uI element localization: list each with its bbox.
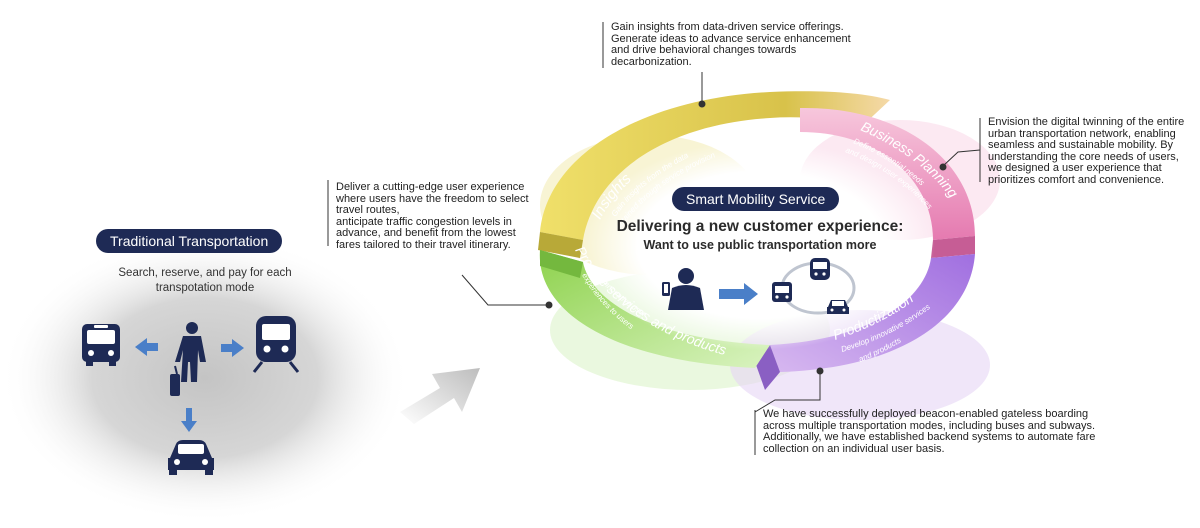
provide-callout-line-4: anticipate traffic congestion levels in <box>336 215 512 228</box>
traditional-transportation-badge: Traditional Transportation <box>96 229 283 253</box>
planning-callout-line-1: Envision the digital twinning of the ent… <box>988 116 1185 128</box>
business-planning-segment <box>800 107 975 241</box>
bus-small-icon <box>772 282 792 302</box>
provide-callout-line-1: Deliver a cutting-edge user experience <box>336 181 525 193</box>
train-small-icon <box>810 258 830 280</box>
train-icon <box>252 316 300 373</box>
productization-callout: We have successfully deployed beacon-ena… <box>763 408 1133 455</box>
insights-callout-line-4: decarbonization. <box>611 55 692 68</box>
arrow-down-icon <box>181 408 197 432</box>
provide-callout-line-5: advance, and benefit from the lowest <box>336 227 516 240</box>
planning-callout-line-2: urban transportation network, enabling <box>988 127 1176 140</box>
productization-callout-line-4: collection on an individual user basis. <box>763 442 945 455</box>
traditional-description-line-1: Search, reserve, and pay for each <box>118 267 292 279</box>
transition-arrow <box>400 368 480 424</box>
cycle-ring <box>538 91 1000 420</box>
provide-callout-line-6: fares tailored to their travel itinerary… <box>336 238 511 251</box>
provide-callout: Deliver a cutting-edge user experience w… <box>336 181 551 252</box>
productization-callout-line-1: We have successfully deployed beacon-ena… <box>763 408 1089 420</box>
planning-callout-line-4: understanding the core needs of users, <box>988 150 1179 163</box>
planning-callout-line-6: prioritizes comfort and convenience. <box>988 173 1165 186</box>
provide-callout-line-3: travel routes, <box>336 204 400 217</box>
insights-callout: Gain insights from data-driven service o… <box>611 21 881 68</box>
arrow-left-icon <box>135 338 158 356</box>
subheadline: Want to use public transportation more <box>643 238 877 252</box>
productization-callout-line-2: across multiple transportation modes, in… <box>763 419 1096 432</box>
planning-callout-line-5: we designed a user experience that <box>988 162 1162 175</box>
insights-callout-line-2: Generate ideas to advance service enhanc… <box>611 32 851 45</box>
traditional-description-line-2: transpotation mode <box>155 282 255 294</box>
productization-callout-line-3: Additionally, we have established backen… <box>763 431 1096 444</box>
insights-callout-line-1: Gain insights from data-driven service o… <box>611 21 844 33</box>
planning-callout: Envision the digital twinning of the ent… <box>988 116 1198 187</box>
callout-lines <box>327 22 981 455</box>
arrow-right-icon <box>221 339 244 357</box>
planning-callout-line-3: seamless and sustainable mobility. By <box>988 139 1174 152</box>
traditional-description: Search, reserve, and pay for each transp… <box>80 266 330 296</box>
walking-traveler-icon <box>170 322 206 396</box>
car-icon <box>168 440 214 475</box>
arrow-forward-icon <box>719 283 758 305</box>
provide-callout-line-2: where users have the freedom to select <box>336 192 529 205</box>
traditional-background <box>0 233 410 523</box>
insights-segment <box>540 91 890 240</box>
smart-mobility-badge: Smart Mobility Service <box>672 187 840 211</box>
bus-icon <box>82 324 120 366</box>
car-small-icon <box>827 300 849 314</box>
smartphone-user-icon <box>662 268 704 310</box>
headline: Delivering a new customer experience: <box>616 218 904 235</box>
insights-callout-line-3: and drive behavioral changes towards <box>611 44 797 57</box>
